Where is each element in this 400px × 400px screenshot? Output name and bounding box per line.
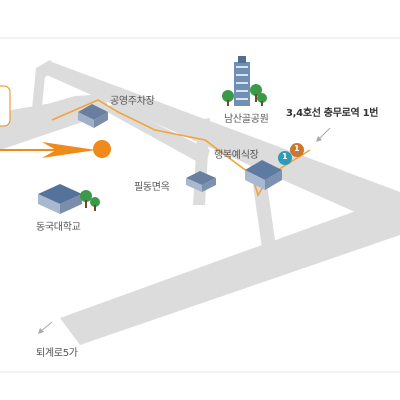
label-station: 3,4호선 충무로역 1번	[286, 108, 379, 119]
line4-badge-text: 1	[294, 144, 300, 153]
label-park: 남산골공원	[224, 114, 269, 125]
line3-badge	[278, 151, 292, 165]
parking-building-icon	[78, 104, 108, 128]
wedding-hall-building-icon	[245, 160, 282, 190]
label-street: 퇴계로5가	[36, 348, 78, 359]
park-building-icon	[234, 56, 250, 106]
road-lower-big	[60, 195, 400, 345]
info-box-edge	[0, 85, 11, 127]
park-tree-icon	[222, 84, 267, 106]
university-tree-icon	[80, 190, 100, 211]
road-upper	[40, 62, 400, 232]
label-tax-office: 필동면옥	[134, 182, 170, 193]
road-left-vertical	[30, 66, 46, 130]
location-marker	[93, 140, 111, 158]
university-building-icon	[38, 184, 82, 214]
line4-badge	[290, 143, 304, 157]
arrow-icon	[42, 142, 96, 158]
road-mid-piece	[100, 104, 210, 166]
label-university: 동국대학교	[36, 222, 81, 233]
label-parking: 공영주차장	[110, 96, 155, 107]
line3-badge-text: 1	[282, 152, 288, 161]
tax-office-building-icon	[186, 171, 216, 192]
station-pointer-arrow-icon	[316, 136, 322, 142]
label-wedding-hall: 행복예식장	[214, 150, 259, 161]
street-pointer-arrow-icon	[38, 328, 44, 334]
